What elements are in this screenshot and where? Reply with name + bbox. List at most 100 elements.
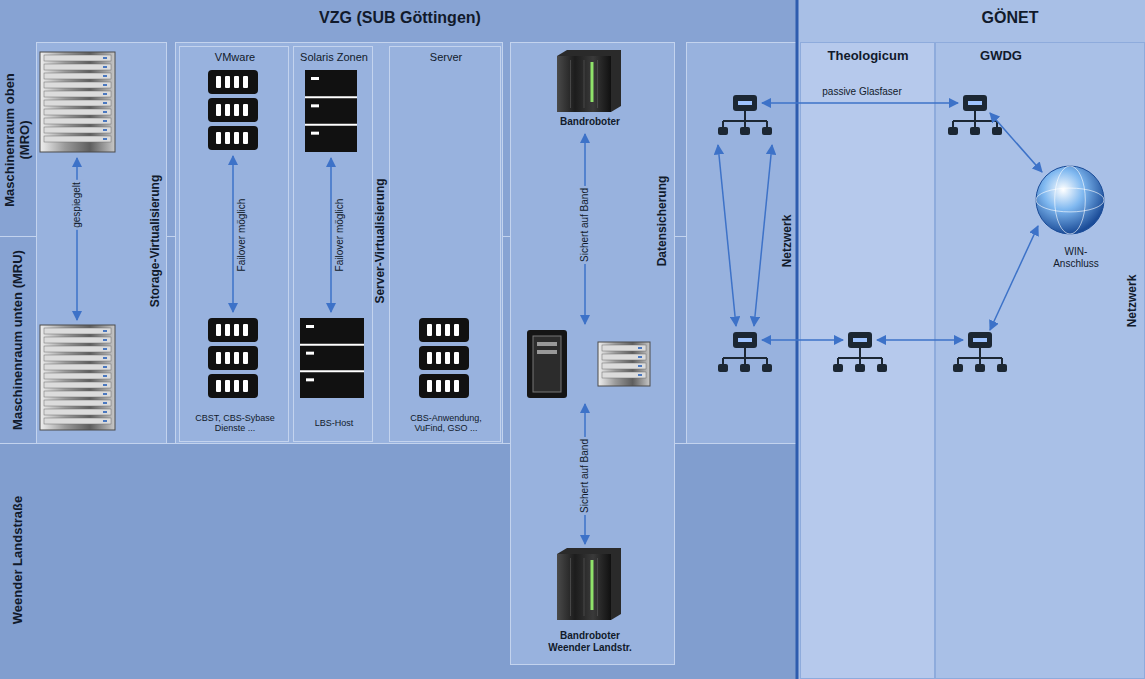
link-label: passive Glasfaser bbox=[820, 86, 903, 98]
server-slot bbox=[243, 132, 248, 144]
rack-unit bbox=[44, 400, 111, 406]
zone-mark bbox=[306, 325, 314, 328]
arrow bbox=[330, 158, 332, 312]
arrow-label: Failover möglich bbox=[236, 197, 248, 274]
server-unit bbox=[419, 318, 469, 342]
rack-unit bbox=[44, 118, 111, 124]
rack-led bbox=[103, 366, 107, 368]
column-box: WIN-AnschlussGWDGNetzwerk bbox=[935, 42, 1145, 679]
arrow bbox=[762, 339, 843, 341]
storage-rack bbox=[40, 52, 115, 152]
server-slot bbox=[234, 324, 239, 336]
tape-robot bbox=[557, 50, 621, 112]
switch-tree bbox=[838, 348, 882, 364]
globe-parallel bbox=[1036, 188, 1104, 212]
server-slot bbox=[216, 380, 221, 392]
server-slot bbox=[454, 352, 459, 364]
server-caption: CBST, CBS-Sybase Dienste ... bbox=[183, 405, 287, 441]
node-heading: Bandroboter bbox=[560, 116, 620, 128]
switch-body bbox=[963, 95, 987, 111]
node-heading: Theologicum bbox=[828, 49, 909, 64]
rack-led bbox=[103, 66, 107, 68]
server-unit bbox=[208, 126, 258, 150]
server-slot bbox=[234, 380, 239, 392]
server-unit bbox=[208, 346, 258, 370]
rack-unit bbox=[44, 109, 111, 115]
zone-mark bbox=[311, 77, 319, 80]
rack-unit bbox=[44, 64, 111, 70]
switch-body bbox=[733, 95, 757, 111]
rack-unit bbox=[602, 354, 646, 360]
switch-port bbox=[953, 364, 963, 372]
server-slot bbox=[243, 324, 248, 336]
robot-top bbox=[557, 548, 621, 620]
rack-unit bbox=[44, 73, 111, 79]
server-unit bbox=[208, 318, 258, 342]
rack-led bbox=[103, 57, 107, 59]
rack-unit bbox=[44, 355, 111, 361]
rack-body bbox=[598, 342, 650, 386]
server-slot bbox=[216, 352, 221, 364]
server-slot bbox=[243, 104, 248, 116]
rack-led bbox=[103, 84, 107, 86]
switch-tree bbox=[723, 348, 767, 364]
network-switch bbox=[953, 332, 1007, 372]
node-heading: Weender Landstraße bbox=[11, 496, 26, 624]
server-slot bbox=[216, 324, 221, 336]
node-heading: Storage-Virtualisierung bbox=[149, 175, 163, 307]
arrow-label: gespiegelt bbox=[71, 180, 83, 230]
switch-port bbox=[975, 364, 985, 372]
arrow-label: Failover möglich bbox=[334, 197, 346, 274]
server-slot bbox=[445, 324, 450, 336]
computer-drive bbox=[537, 342, 557, 346]
node-heading: LBS-Host bbox=[299, 418, 369, 428]
rack-led bbox=[103, 339, 107, 341]
switch-port bbox=[740, 127, 750, 135]
node-side-label: Netzwerk bbox=[1126, 275, 1140, 328]
node-heading: VZG (SUB Göttingen) bbox=[319, 9, 481, 27]
switch-port bbox=[762, 127, 772, 135]
network-switch bbox=[948, 95, 1002, 135]
robot-body bbox=[557, 554, 611, 620]
zone-mark bbox=[306, 352, 314, 355]
rack-unit bbox=[44, 91, 111, 97]
rack-led bbox=[103, 375, 107, 377]
server-slot bbox=[454, 380, 459, 392]
server-unit bbox=[208, 98, 258, 122]
network-switch bbox=[718, 95, 772, 135]
robot-seam bbox=[584, 60, 585, 108]
backup-computer bbox=[527, 330, 567, 398]
server-slot bbox=[234, 76, 239, 88]
computer-drive bbox=[537, 350, 557, 354]
rack-led bbox=[103, 138, 107, 140]
column-box: Theologicum bbox=[800, 42, 935, 679]
rack-led bbox=[103, 411, 107, 413]
rack-unit bbox=[602, 363, 646, 369]
node-heading: GÖNET bbox=[982, 9, 1039, 27]
switch-port bbox=[718, 127, 728, 135]
zone-divider bbox=[305, 96, 357, 98]
arrow bbox=[990, 113, 1042, 172]
rack-unit bbox=[44, 328, 111, 334]
win-globe bbox=[1036, 166, 1104, 234]
rack-led bbox=[638, 365, 642, 367]
server-slot bbox=[243, 380, 248, 392]
rack-led bbox=[103, 102, 107, 104]
row-band: Weender Landstraße bbox=[0, 444, 797, 679]
node-heading: GWDG bbox=[980, 49, 1022, 64]
node-heading: Bandroboter Weender Landstr. bbox=[543, 630, 638, 653]
server-slot bbox=[243, 352, 248, 364]
rack-unit bbox=[44, 127, 111, 133]
switch-port bbox=[992, 127, 1002, 135]
robot-seam bbox=[570, 558, 571, 616]
switch-port bbox=[833, 364, 843, 372]
rack-led bbox=[103, 357, 107, 359]
switch-screen bbox=[738, 101, 752, 105]
storage-rack bbox=[40, 325, 115, 430]
switch-screen bbox=[853, 338, 867, 342]
arrow bbox=[762, 102, 958, 104]
computer-front bbox=[533, 336, 561, 392]
arrow bbox=[718, 145, 736, 326]
server-slot bbox=[234, 104, 239, 116]
